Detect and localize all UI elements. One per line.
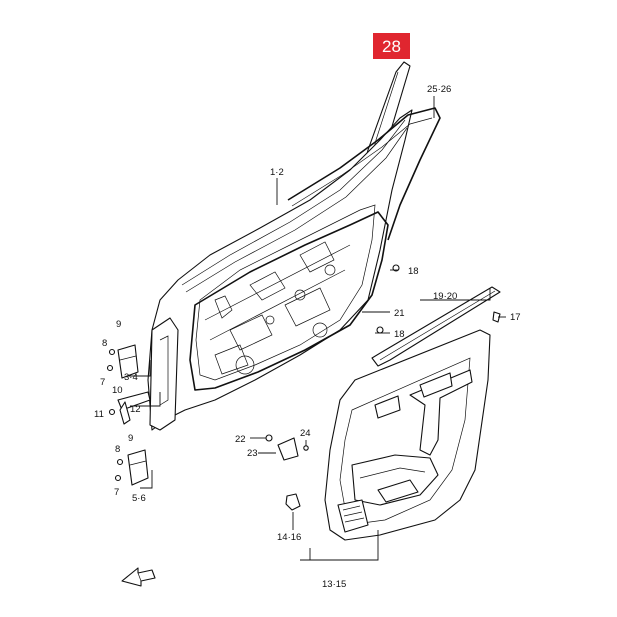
fasteners [265,264,501,511]
callout-18a: 18 [408,266,419,277]
callout-7a: 7 [100,377,105,388]
screw-22 [265,434,273,442]
grommet-14-16 [285,493,301,511]
callout-21: 21 [394,308,405,319]
callout-10: 10 [112,385,123,396]
callout-23: 23 [247,448,258,459]
belt-moulding [371,286,501,367]
upper-hinge [106,344,139,379]
bracket-23 [277,437,299,461]
door-weatherstrip [189,211,389,391]
callout-19-20: 19·20 [433,291,457,302]
callout-12: 12 [130,404,141,415]
callout-7b: 7 [114,487,119,498]
callout-17: 17 [510,312,521,323]
clip-18a [392,264,400,272]
clip-24 [303,445,309,451]
page-badge-box [373,33,410,59]
callout-labels: 25·26 1·2 18 19·20 17 21 18 9 8 3·4 7 10… [94,84,521,590]
callout-5-6: 5·6 [132,493,146,504]
callout-14-16: 14·16 [277,532,301,543]
door-trim-panel [324,329,491,541]
callout-9b: 9 [128,433,133,444]
door-panel [147,61,413,431]
door-check [108,391,151,425]
page-number-badge: 28 [373,33,410,59]
callout-1-2: 1·2 [270,167,284,178]
callout-22: 22 [235,434,246,445]
callout-8a: 8 [102,338,107,349]
callout-3-4: 3·4 [124,372,138,383]
leader-lines [128,96,506,561]
callout-8b: 8 [115,444,120,455]
callout-24: 24 [300,428,311,439]
glass-run-weatherstrip [287,107,441,241]
clip-17 [492,311,501,323]
callout-11: 11 [94,409,104,420]
lower-hinge [114,449,149,486]
callout-9a: 9 [116,319,121,330]
clip-18b [376,326,384,334]
front-arrow-icon [121,567,156,587]
page-badge-label: 28 [382,37,401,56]
callout-13-15: 13·15 [322,579,346,590]
callout-25-26: 25·26 [427,84,451,95]
callout-18b: 18 [394,329,405,340]
